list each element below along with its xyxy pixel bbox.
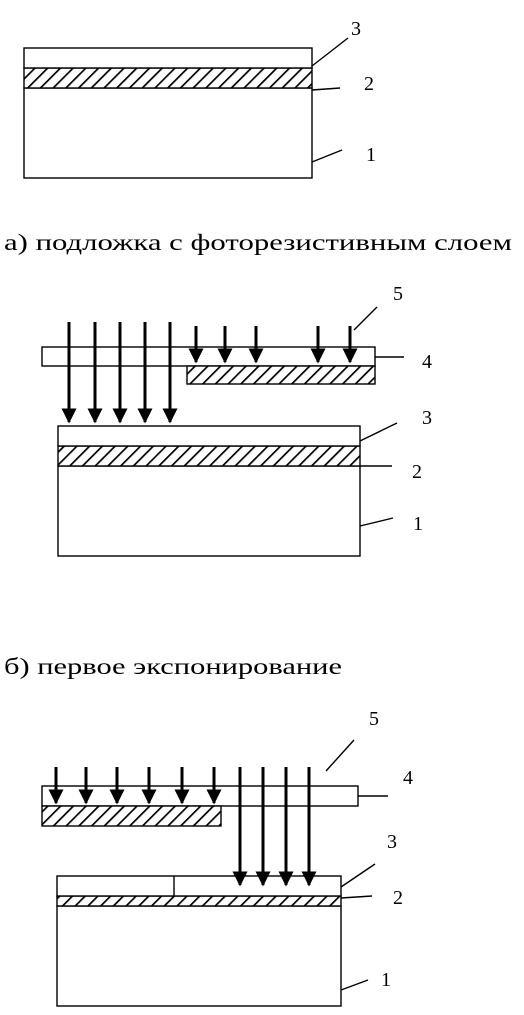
panel-a-leader-1 <box>311 149 343 163</box>
panel-c-label-4: 4 <box>403 767 413 789</box>
panel-a <box>23 37 349 179</box>
panel-a-caption: а) подложка с фоторезистивным слоем <box>4 230 513 255</box>
panel-c-leader-1 <box>340 979 369 991</box>
panel-c-label-1: 1 <box>381 969 391 991</box>
panel-c-exposure-arrows-short <box>48 767 222 805</box>
panel-c <box>41 739 388 1007</box>
panel-b-exposure-arrows-short <box>188 326 358 364</box>
panel-b-label-2: 2 <box>412 461 422 483</box>
panel-c-label-3: 3 <box>387 831 397 853</box>
panel-c-leader-5 <box>325 739 355 772</box>
panel-b-label-4: 4 <box>422 351 432 373</box>
panel-b-label-5: 5 <box>393 283 403 305</box>
panel-c-label-5: 5 <box>369 708 379 730</box>
panel-b-exposure-arrows-long <box>61 322 178 424</box>
panel-a-substrate <box>23 87 313 179</box>
panel-c-photomask-plate <box>41 785 359 807</box>
panel-b-hatched-layer <box>57 445 361 467</box>
panel-a-hatched-layer <box>23 67 313 89</box>
panel-b-caption: б) первое экспонирование <box>4 654 342 679</box>
panel-a-label-3: 3 <box>351 18 361 40</box>
panel-b-substrate <box>57 465 361 557</box>
panel-b-leader-3 <box>359 422 398 442</box>
panel-b-leader-1 <box>359 517 394 527</box>
panel-a-photoresist-layer <box>23 47 313 69</box>
panel-c-mask-pattern <box>41 805 222 827</box>
panel-c-leader-2 <box>340 895 373 899</box>
panel-c-photoresist-layer <box>56 875 342 897</box>
panel-a-label-1: 1 <box>366 144 376 166</box>
panel-a-label-2: 2 <box>364 73 374 95</box>
panel-c-leader-3 <box>340 863 376 888</box>
panel-a-leader-3 <box>311 37 349 67</box>
panel-b-label-3: 3 <box>422 407 432 429</box>
panel-b-photoresist-layer <box>57 425 361 447</box>
panel-c-substrate <box>56 905 342 1007</box>
panel-c-exposure-arrows-long <box>232 767 317 887</box>
panel-c-label-2: 2 <box>393 887 403 909</box>
panel-b <box>41 306 404 557</box>
panel-b-mask-pattern <box>186 365 376 385</box>
panel-b-label-1: 1 <box>413 513 423 535</box>
panel-a-leader-2 <box>311 87 341 91</box>
panel-b-photomask-plate <box>41 346 376 367</box>
panel-c-hatched-layer <box>56 895 342 907</box>
panel-b-leader-5 <box>353 306 378 331</box>
